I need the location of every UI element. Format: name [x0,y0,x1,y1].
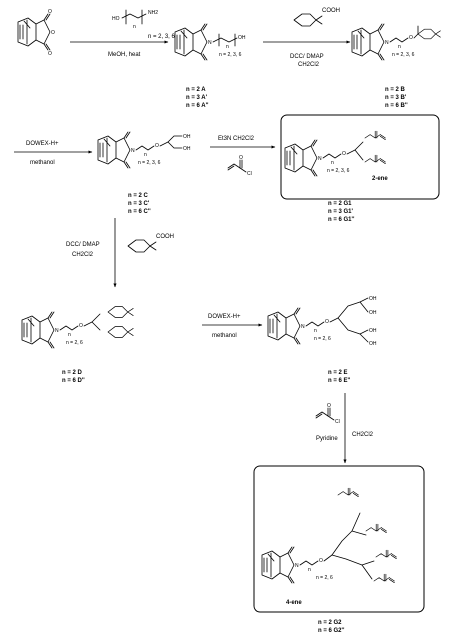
hydroxyl-label: OH [183,134,191,140]
compound-e-label-1: n = 2 E [328,370,348,376]
step2-coupling: DCC/ DMAP [290,54,324,60]
compound-c-label-1: n = 2 C [128,193,149,199]
imide-nitrogen-label: N [55,328,59,334]
compound-g1-label-1: n = 2 G1 [328,201,352,207]
compound-d-label-2: n = 6 D'' [62,378,85,384]
step6-reagent: DOWEX-H+ [208,314,241,320]
compound-b-label-1: n = 2 B [385,87,406,93]
hydroxyl-label: HO [112,16,120,22]
g1-title: 2-ene [372,176,388,182]
compound-c-label-3: n = 6 C'' [128,209,151,215]
compound-g1-label-2: n = 3 G1' [328,209,354,215]
repeat-n-label: n [68,332,71,338]
step1-conditions: MeOH, heat [108,52,141,58]
compound-a: N n OH n = 2, 3, 6 [174,23,246,61]
anhydride-start: O O O [17,9,55,57]
g2-highlight-box [253,465,425,613]
ring-oxygen-label: O [51,30,55,36]
step4-reagents: Et3N CH2Cl2 [218,136,255,142]
n-values-label: n = 2, 6 [314,336,331,342]
acid-group-label: COOH [322,8,340,14]
compound-g2-label-1: n = 2 G2 [318,620,342,626]
compound-b: N n O n = 2, 3, 6 [351,23,441,61]
hydroxyl-label: OH [369,328,377,334]
acryloyl-chloride: Cl O [227,155,252,177]
repeat-n-label: n [314,328,317,334]
step7-base: Pyridine [316,436,338,442]
compound-a-label-2: n = 3 A' [186,95,208,101]
n-values-label: n = 2, 6 [66,340,83,346]
compound-c-label-2: n = 3 C' [128,201,150,207]
imide-nitrogen-label: N [318,156,322,162]
step6-solvent: methanol [212,333,237,339]
compound-g2-label-2: n = 6 G2'' [318,628,345,634]
imide-nitrogen-label: N [385,40,389,46]
repeat-n-label: n [144,152,147,158]
repeat-n-label: n [331,160,334,166]
chlorine-label: Cl [247,171,252,177]
compound-d: N n O n = 2, 6 [21,306,134,349]
carbonyl-oxygen-label: O [239,155,243,161]
n-values-label: n = 2, 3, 6 [219,52,242,58]
acid-group-label: COOH [156,234,174,240]
ester-oxygen-label: O [409,35,413,41]
imide-nitrogen-label: N [131,148,135,154]
repeat-n-label: n [398,44,401,50]
compound-e-label-2: n = 6 E'' [328,378,351,384]
compound-e: N n O OH OH OH OH n = 2, 6 [267,296,377,347]
n-values-label: n = 2, 3, 6 [392,52,415,58]
ester-oxygen-label: O [325,319,329,325]
repeat-n-label: n [226,44,229,50]
ester-oxygen-label: O [319,558,323,564]
step3-reagent: DOWEX-H+ [26,141,59,147]
ester-oxygen-label: O [155,143,159,149]
step3-solvent: methanol [30,160,55,166]
compound-b-label-3: n = 6 B'' [385,103,408,109]
acetonide-acid-reagent: COOH [293,8,340,27]
compound-g2: N n O n = 2, 6 [261,487,397,584]
amine-label: NH2 [148,10,158,16]
n-values-label: n = 2, 6 [316,575,333,581]
step5-coupling: DCC/ DMAP [66,242,100,248]
imide-nitrogen-label: N [295,563,299,569]
carbonyl-oxygen-label: O [48,9,52,15]
hydroxyl-label: OH [369,341,377,347]
compound-d-label-1: n = 2 D [62,370,83,376]
acryloyl-chloride-2: Cl O [315,403,340,425]
step7-solvent: CH2Cl2 [352,432,374,438]
carbonyl-oxygen-label: O [48,51,52,57]
hydroxyl-label: OH [369,310,377,316]
compound-c: N n O OH OH n = 2, 3, 6 [97,131,191,169]
g2-title: 4-ene [286,600,302,606]
imide-nitrogen-label: N [301,324,305,330]
ester-oxygen-label: O [79,323,83,329]
ester-oxygen-label: O [342,151,346,157]
carbonyl-oxygen-label: O [327,403,331,409]
step5-solvent: CH2Cl2 [72,252,94,258]
n-values-label: n = 2, 3, 6 [327,168,350,174]
compound-g1-label-3: n = 6 G1'' [328,217,355,223]
acetonide-acid-reagent-2: COOH [127,234,174,253]
imide-nitrogen-label: N [208,40,212,46]
compound-a-label-1: n = 2 A [186,87,206,93]
amino-alcohol-reagent: HO NH2 n [112,9,158,30]
compound-a-label-3: n = 6 A'' [186,103,209,109]
hydroxyl-label: OH [183,146,191,152]
hydroxyl-label: OH [369,296,377,302]
repeat-n-label: n [308,567,311,573]
g1-highlight-box [280,114,440,200]
repeat-n-label: n [133,24,136,30]
compound-g1: N n O n = 2, 3, 6 [284,130,386,177]
step1-n-values: n = 2, 3, 6 [148,34,176,40]
chlorine-label: Cl [335,419,340,425]
compound-b-label-2: n = 3 B' [385,95,407,101]
hydroxyl-label: OH [238,35,246,41]
step2-solvent: CH2Cl2 [298,62,320,68]
n-values-label: n = 2, 3, 6 [138,160,161,166]
